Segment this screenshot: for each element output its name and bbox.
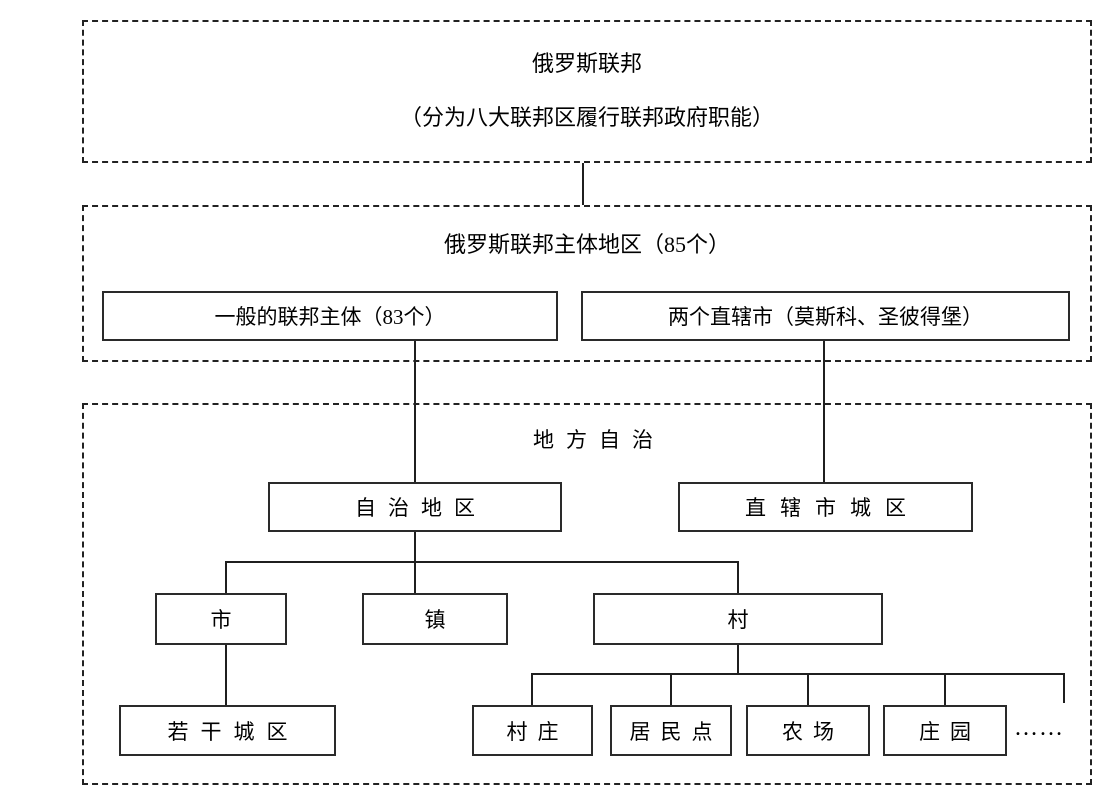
more-items-ellipsis: …… [1014,715,1064,741]
node-several-urban-districts: 若干城区 [119,705,336,756]
node-city: 市 [155,593,287,645]
connector-drop-village [737,561,739,593]
local-self-government-title: 地方自治 [533,428,665,452]
connector-split-city-town-village [225,561,739,563]
connector-cities-to-citydistricts [823,341,825,482]
federation-title: 俄罗斯联邦 [531,51,642,76]
federation-group-box [82,20,1092,163]
local-self-government-group-box [82,403,1092,785]
connector-drop-manor [944,673,946,705]
node-village: 村 [593,593,883,645]
node-federal-city-districts: 直辖市城区 [678,482,973,532]
connector-drop-farm [807,673,809,705]
node-farm: 农场 [746,705,870,756]
connector-city-to-urban-districts [225,645,227,705]
node-general-federal-subjects: 一般的联邦主体（83个） [102,291,558,341]
node-two-federal-cities: 两个直辖市（莫斯科、圣彼得堡） [581,291,1070,341]
federal-subjects-group-box [82,205,1092,362]
connector-drop-settlement [670,673,672,705]
connector-general-to-autonomous [414,341,416,482]
connector-drop-more [1063,673,1065,703]
connector-drop-hamlet [531,673,533,705]
connector-drop-city [225,561,227,593]
connector-split-village-children [531,673,1065,675]
node-manor: 庄园 [883,705,1007,756]
node-autonomous-region: 自治地区 [268,482,562,532]
federal-subjects-title: 俄罗斯联邦主体地区（85个） [443,232,730,257]
federation-subtitle: （分为八大联邦区履行联邦政府职能） [399,105,774,130]
node-settlement: 居民点 [610,705,732,756]
connector-federation-to-subjects [582,163,584,205]
connector-village-down [737,645,739,675]
node-town: 镇 [362,593,508,645]
node-hamlet: 村庄 [472,705,593,756]
